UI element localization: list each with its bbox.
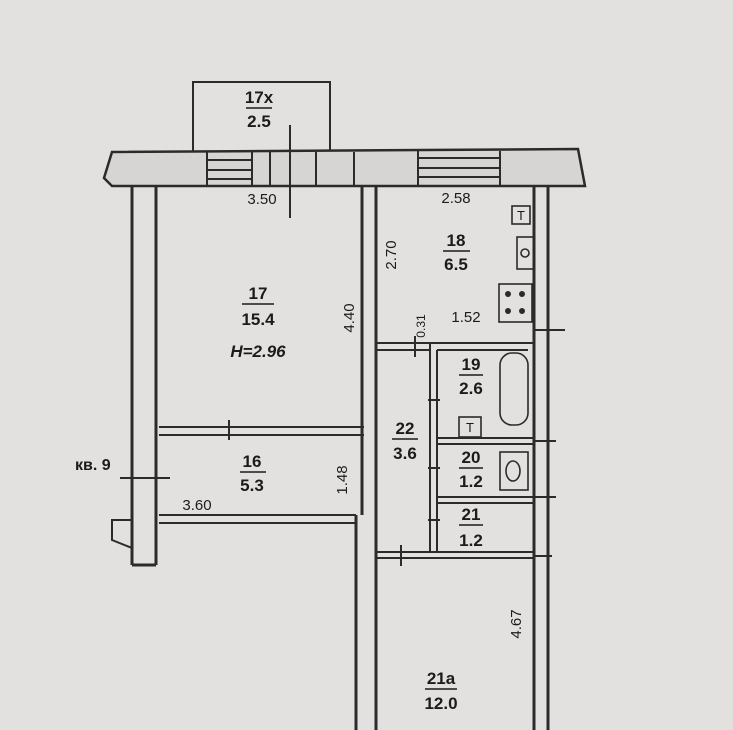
room-17-area: 15.4 (241, 310, 275, 329)
room-19-number: 19 (462, 355, 481, 374)
dim-148: 1.48 (334, 465, 351, 494)
room-16-number: 16 (243, 452, 262, 471)
dim-350: 3.50 (247, 191, 276, 208)
dim-440: 4.40 (341, 303, 358, 332)
kitchen-tank-icon (511, 205, 531, 225)
room-21a-number: 21а (427, 669, 456, 688)
apartment-label: кв. 9 (75, 457, 111, 474)
room-19-area: 2.6 (459, 379, 483, 398)
room-22-number: 22 (396, 419, 415, 438)
interior-walls (159, 186, 565, 730)
tank-marker-icon (458, 416, 482, 438)
room-22-area: 3.6 (393, 444, 417, 463)
ceiling-height: H=2.96 (230, 342, 286, 361)
kitchen-sink-icon (516, 236, 535, 270)
dim-270: 2.70 (383, 240, 400, 269)
labels: 17х 2.5 3.50 2.58 2.70 18 6.5 17 15.4 H=… (75, 88, 525, 713)
stove-icon (498, 283, 533, 323)
room-17x-number: 17х (245, 88, 274, 107)
bathtub-icon (499, 352, 529, 426)
room-17x-area: 2.5 (247, 112, 271, 131)
fixtures (458, 205, 535, 491)
dim-152: 1.52 (451, 309, 480, 326)
left-wall (111, 186, 170, 567)
dim-258: 2.58 (441, 190, 470, 207)
room-20-number: 20 (462, 448, 481, 467)
room-21-number: 21 (462, 505, 481, 524)
exterior-wall (102, 125, 587, 218)
tank-marker-text: Т (466, 420, 474, 435)
room-21a-area: 12.0 (424, 694, 457, 713)
room-17-number: 17 (249, 284, 268, 303)
room-20-area: 1.2 (459, 472, 483, 491)
dim-360: 3.60 (182, 497, 211, 514)
room-21-area: 1.2 (459, 531, 483, 550)
toilet-icon (499, 451, 529, 491)
room-16-area: 5.3 (240, 476, 264, 495)
room-18-area: 6.5 (444, 255, 468, 274)
room-18-number: 18 (447, 231, 466, 250)
dim-467: 4.67 (508, 609, 525, 638)
kitchen-tank-text: Т (517, 208, 525, 223)
dim-031: 0.31 (414, 314, 428, 338)
